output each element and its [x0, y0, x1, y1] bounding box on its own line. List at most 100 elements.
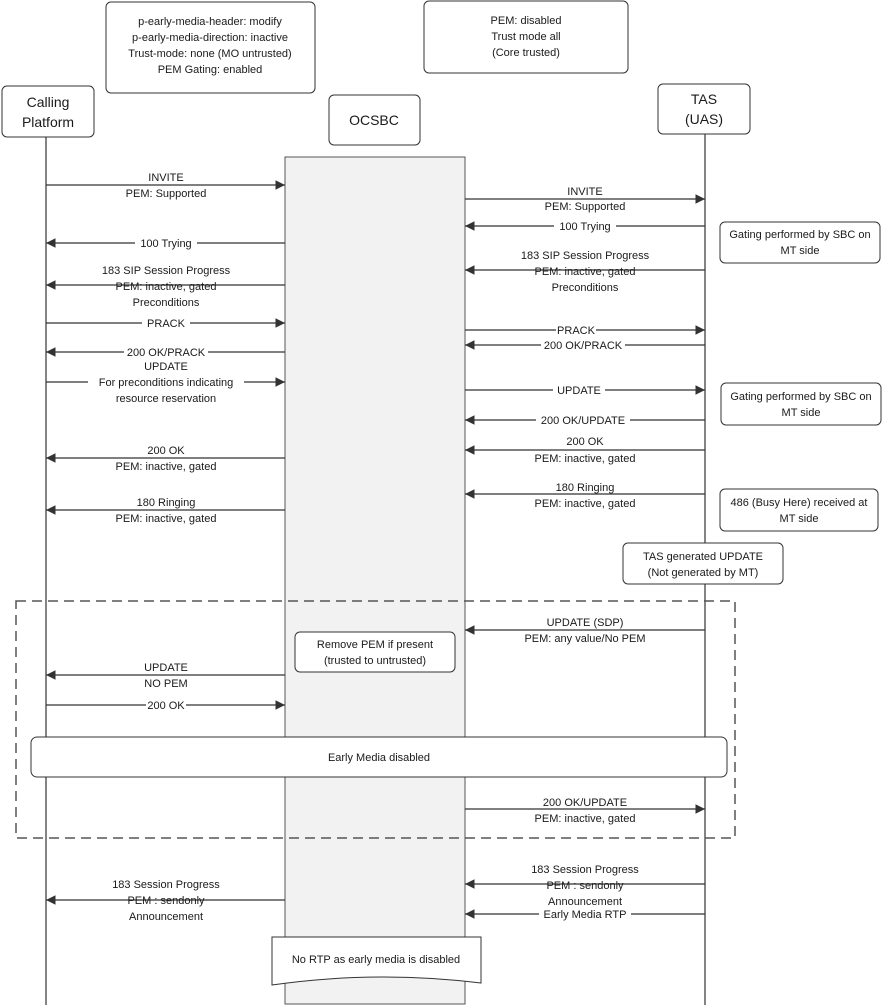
ok-prack-mo-message: 200 OK/PRACK — [46, 345, 285, 359]
svg-text:PEM: any value/No PEM: PEM: any value/No PEM — [524, 633, 645, 645]
svg-text:PEM : sendonly: PEM : sendonly — [127, 895, 205, 907]
svg-text:PRACK: PRACK — [557, 325, 596, 337]
session-progress-sendonly-mo-message: 183 Session Progress PEM : sendonly Anno… — [46, 879, 285, 923]
ok-update-mt-message: 200 OK/UPDATE — [465, 413, 705, 427]
svg-text:(Core trusted): (Core trusted) — [492, 47, 560, 59]
svg-text:TAS generated UPDATE: TAS generated UPDATE — [643, 551, 763, 563]
ocsbc-activation-bar — [284, 156, 466, 1005]
svg-text:183 Session Progress: 183 Session Progress — [531, 864, 639, 876]
svg-text:MT side: MT side — [780, 513, 819, 525]
calling-platform-label-line-2: Platform — [22, 114, 74, 130]
ok-mo-message: 200 OK PEM: inactive, gated — [46, 445, 285, 473]
svg-text:Remove PEM if present: Remove PEM if present — [317, 639, 433, 651]
prack-mo-message: PRACK — [46, 316, 285, 330]
session-progress-sendonly-mt-message: 183 Session Progress PEM : sendonly Anno… — [465, 864, 705, 908]
calling-platform-label-line-1: Calling — [27, 94, 70, 110]
svg-text:UPDATE: UPDATE — [557, 385, 601, 397]
svg-text:resource reservation: resource reservation — [116, 393, 216, 405]
svg-text:Preconditions: Preconditions — [552, 282, 619, 294]
svg-text:PEM: disabled: PEM: disabled — [491, 15, 562, 27]
svg-text:MT side: MT side — [781, 245, 820, 257]
svg-text:Trust-mode: none (MO untrusted: Trust-mode: none (MO untrusted) — [128, 48, 291, 60]
remove-pem-note: Remove PEM if present (trusted to untrus… — [294, 631, 456, 673]
svg-text:180 Ringing: 180 Ringing — [556, 482, 615, 494]
svg-text:183 SIP Session Progress: 183 SIP Session Progress — [521, 250, 650, 262]
svg-text:Early Media RTP: Early Media RTP — [544, 909, 627, 921]
prack-mt-message: PRACK — [465, 323, 705, 337]
session-progress-mt-message: 183 SIP Session Progress PEM: inactive, … — [465, 250, 705, 294]
ok-prack-mt-message: 200 OK/PRACK — [465, 338, 705, 352]
svg-text:NO PEM: NO PEM — [144, 678, 187, 690]
svg-text:PEM Gating: enabled: PEM Gating: enabled — [158, 64, 263, 76]
tas-label-line-1: TAS — [691, 91, 717, 107]
svg-text:200 OK: 200 OK — [566, 436, 604, 448]
trying-mt-message: 100 Trying — [465, 219, 705, 233]
svg-text:No RTP as early media is disab: No RTP as early media is disabled — [292, 954, 460, 966]
svg-text:200 OK/PRACK: 200 OK/PRACK — [127, 347, 206, 359]
update-mt-message: UPDATE — [465, 383, 705, 397]
early-media-disabled-banner: Early Media disabled — [30, 736, 728, 778]
core-config-note: PEM: disabled Trust mode all (Core trust… — [423, 0, 629, 74]
svg-text:PEM: inactive, gated: PEM: inactive, gated — [116, 461, 217, 473]
svg-text:PEM: Supported: PEM: Supported — [126, 188, 207, 200]
svg-text:100 Trying: 100 Trying — [140, 238, 191, 250]
svg-text:UPDATE: UPDATE — [144, 662, 188, 674]
svg-text:183 Session Progress: 183 Session Progress — [112, 879, 220, 891]
tas-label-line-2: (UAS) — [685, 111, 723, 127]
ocsbc-label: OCSBC — [349, 112, 399, 128]
gating-note-1: Gating performed by SBC on MT side — [719, 221, 881, 264]
svg-text:UPDATE: UPDATE — [144, 361, 188, 373]
svg-text:PEM : sendonly: PEM : sendonly — [546, 880, 624, 892]
ringing-mo-message: 180 Ringing PEM: inactive, gated — [46, 497, 285, 525]
svg-text:486 (Busy Here) received at: 486 (Busy Here) received at — [731, 497, 868, 509]
update-mo-message: UPDATE For preconditions indicating reso… — [46, 361, 285, 405]
svg-text:200 OK: 200 OK — [147, 445, 185, 457]
ocsbc-header: OCSBC — [328, 94, 421, 146]
svg-text:180 Ringing: 180 Ringing — [137, 497, 196, 509]
session-progress-mo-message: 183 SIP Session Progress PEM: inactive, … — [46, 265, 285, 309]
calling-platform-header: Calling Platform — [1, 85, 95, 138]
svg-text:PEM: inactive, gated: PEM: inactive, gated — [116, 513, 217, 525]
svg-text:INVITE: INVITE — [567, 186, 602, 198]
update-sdp-mt-message: UPDATE (SDP) PEM: any value/No PEM — [465, 617, 705, 645]
svg-text:(Not generated by MT): (Not generated by MT) — [648, 567, 759, 579]
svg-text:p-early-media-header: modify: p-early-media-header: modify — [138, 16, 282, 28]
svg-text:Trust mode all: Trust mode all — [491, 31, 560, 43]
ok-update-mt-message-2: 200 OK/UPDATE PEM: inactive, gated — [465, 797, 705, 825]
svg-text:200 OK/UPDATE: 200 OK/UPDATE — [541, 415, 625, 427]
svg-text:PEM: inactive, gated: PEM: inactive, gated — [535, 453, 636, 465]
ok-update-mo-message: 200 OK — [46, 698, 285, 712]
svg-text:Gating performed by SBC on: Gating performed by SBC on — [729, 229, 870, 241]
svg-text:Announcement: Announcement — [548, 896, 622, 908]
update-no-pem-mo-message: UPDATE NO PEM — [46, 662, 285, 690]
svg-text:PEM: inactive, gated: PEM: inactive, gated — [116, 281, 217, 293]
svg-text:(trusted to untrusted): (trusted to untrusted) — [324, 655, 426, 667]
svg-text:UPDATE (SDP): UPDATE (SDP) — [547, 617, 624, 629]
trying-mo-message: 100 Trying — [46, 236, 285, 250]
ringing-mt-message: 180 Ringing PEM: inactive, gated — [465, 482, 705, 510]
mo-config-note: p-early-media-header: modify p-early-med… — [105, 1, 316, 94]
svg-text:Early Media disabled: Early Media disabled — [328, 752, 430, 764]
svg-text:PRACK: PRACK — [147, 318, 186, 330]
svg-text:200 OK/UPDATE: 200 OK/UPDATE — [543, 797, 627, 809]
gating-note-2: Gating performed by SBC on MT side — [720, 382, 882, 426]
svg-text:200 OK/PRACK: 200 OK/PRACK — [544, 340, 623, 352]
svg-text:Gating performed by SBC on: Gating performed by SBC on — [730, 391, 871, 403]
ok-mt-message: 200 OK PEM: inactive, gated — [465, 436, 705, 465]
no-rtp-note: No RTP as early media is disabled — [271, 936, 482, 986]
svg-text:100 Trying: 100 Trying — [559, 221, 610, 233]
tas-update-note: TAS generated UPDATE (Not generated by M… — [622, 542, 784, 585]
svg-text:Announcement: Announcement — [129, 911, 203, 923]
svg-text:For preconditions indicating: For preconditions indicating — [99, 377, 234, 389]
svg-text:200 OK: 200 OK — [147, 700, 185, 712]
svg-text:183 SIP Session Progress: 183 SIP Session Progress — [102, 265, 231, 277]
invite-mt-message: INVITE PEM: Supported — [465, 186, 705, 213]
busy-here-note: 486 (Busy Here) received at MT side — [719, 488, 879, 532]
svg-text:Preconditions: Preconditions — [133, 297, 200, 309]
svg-text:INVITE: INVITE — [148, 172, 183, 184]
tas-update-dashed-region — [15, 600, 736, 839]
invite-mo-message: INVITE PEM: Supported — [46, 172, 285, 200]
early-media-rtp-message: Early Media RTP — [465, 907, 705, 921]
svg-text:MT side: MT side — [782, 407, 821, 419]
